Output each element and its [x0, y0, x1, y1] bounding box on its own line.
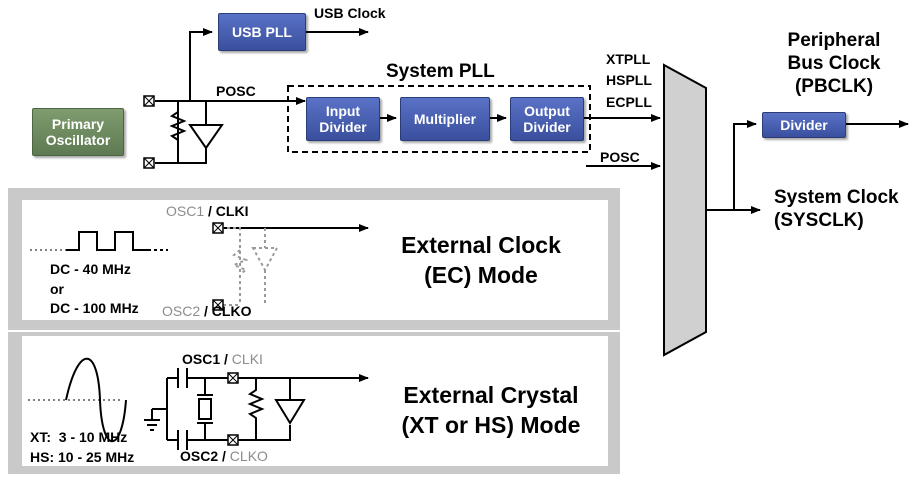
- input-divider-block: Input Divider: [306, 97, 380, 141]
- sine-wave-trace: [65, 357, 127, 443]
- xtpll-label: XTPLL: [606, 51, 651, 67]
- ec-freq-1: DC - 40 MHz: [50, 261, 131, 277]
- system-pll-title: System PLL: [386, 61, 495, 82]
- clock-mux: [663, 63, 707, 357]
- usb-feed-wire: [189, 28, 213, 101]
- hs-range-label: HS: 10 - 25 MHz: [30, 449, 135, 465]
- crystal-panel: [8, 332, 620, 474]
- crystal-osc1-label: OSC1 / CLKI: [182, 351, 263, 367]
- crystal-osc2-label: OSC2 / CLKO: [180, 448, 268, 464]
- square-wave-trace: [66, 231, 148, 251]
- output-divider-block: Output Divider: [510, 97, 584, 141]
- peripheral-bus-clock-label: Peripheral Bus Clock (PBCLK): [787, 30, 881, 97]
- hspll-label: HSPLL: [606, 72, 652, 88]
- xt-range-label: XT: 3 - 10 MHz: [30, 429, 128, 445]
- system-pll-box: [287, 85, 591, 153]
- primary-oscillator-block: Primary Oscillator: [32, 108, 124, 156]
- ec-osc2-label: OSC2 / CLKO: [162, 303, 252, 319]
- ec-osc1-label: OSC1 / CLKI: [166, 203, 249, 219]
- ec-freq-2: or: [50, 281, 64, 297]
- usb-clock-label: USB Clock: [314, 5, 386, 21]
- usb-pll-block: USB PLL: [218, 13, 306, 51]
- pbclk-divider-block: Divider: [762, 112, 846, 138]
- buffer-symbol: [188, 124, 224, 150]
- resistor-symbol: [169, 101, 187, 163]
- osc-pin-wires: [155, 100, 178, 164]
- ecpll-label: ECPLL: [606, 94, 652, 110]
- crystal-mode-title: External Crystal (XT or HS) Mode: [401, 382, 581, 438]
- multiplier-block: Multiplier: [400, 97, 490, 141]
- posc-mux-label: POSC: [600, 149, 640, 165]
- ec-panel: [8, 188, 620, 330]
- posc-label: POSC: [216, 83, 256, 99]
- ec-freq-3: DC - 100 MHz: [50, 300, 139, 316]
- system-clock-label: System Clock (SYSCLK): [774, 187, 899, 231]
- ec-mode-title: External Clock (EC) Mode: [401, 232, 561, 288]
